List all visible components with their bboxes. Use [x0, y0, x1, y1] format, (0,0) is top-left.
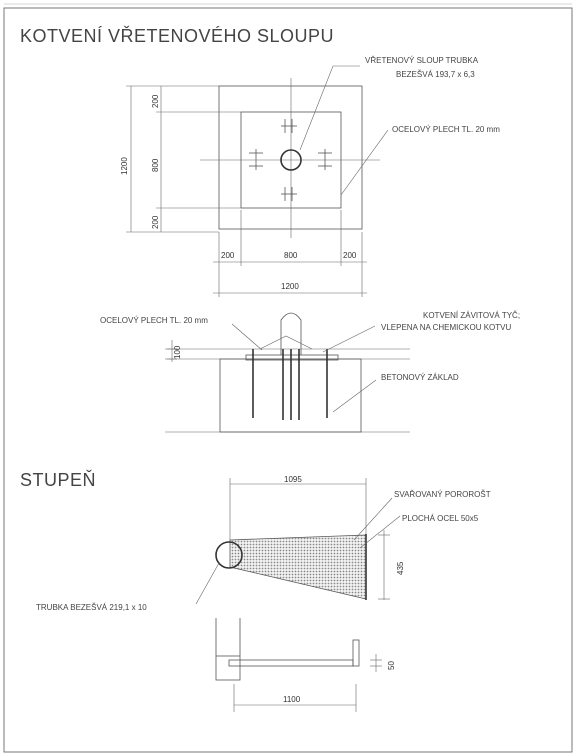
anchor-bolts-plan	[249, 119, 332, 201]
column-pipe-section	[280, 312, 302, 355]
dim-step-height: 435	[396, 561, 405, 575]
dim-plan-bottom-total: 1200	[281, 282, 299, 291]
dim-bottom-width: 1100	[283, 695, 301, 704]
leader-concrete-base	[332, 379, 377, 413]
step-title: STUPEŇ	[20, 470, 96, 490]
dim-top-width: 1095	[284, 475, 302, 484]
flat-steel-side	[228, 659, 354, 667]
label-tube: TRUBKA BEZEŠVÁ 219,1 x 10	[36, 603, 147, 612]
dim-section-height: 100	[173, 345, 182, 359]
plan-view	[200, 65, 389, 238]
sheet-frame	[3, 7, 573, 753]
tube-section	[215, 541, 243, 569]
dim-plan-bottom-mid: 800	[284, 251, 298, 260]
leader-steel-plate-plan	[340, 129, 389, 196]
dim-plan-side-bottom: 200	[151, 215, 160, 229]
dim-side-thickness: 50	[387, 661, 396, 670]
step-plan-view	[195, 478, 401, 605]
plan-bottom-dimensions	[213, 210, 367, 297]
anchor-rods-section	[252, 335, 328, 420]
leader-welded-grating	[353, 497, 393, 541]
dim-plan-side-top: 200	[151, 94, 160, 108]
anchoring-title: KOTVENÍ VŘETENOVÉHO SLOUPU	[20, 26, 334, 46]
section-view	[165, 312, 410, 433]
dim-plan-bottom-right: 200	[343, 251, 357, 260]
leader-anchor-rod	[322, 325, 376, 353]
leader-steel-plate-section	[231, 323, 263, 351]
label-steel-plate-plan: OCELOVÝ PLECH TL. 20 mm	[392, 125, 500, 134]
tube-side-base	[215, 655, 241, 681]
leader-tube	[195, 562, 220, 605]
label-anchor-rod-2: VLEPENA NA CHEMICKOU KOTVU	[381, 323, 511, 332]
steel-plate-section	[245, 354, 339, 361]
label-anchor-rod-1: KOTVENÍ ZÁVITOVÁ TYČ;	[423, 311, 520, 320]
label-steel-plate-section: OCELOVÝ PLECH TL. 20 mm	[100, 316, 208, 325]
leader-flat-steel	[359, 515, 401, 549]
label-concrete-base: BETONOVÝ ZÁKLAD	[381, 373, 459, 382]
flat-steel-end	[352, 639, 360, 667]
label-column-pipe-2: BEZEŠVÁ 193,7 x 6,3	[396, 70, 475, 79]
column-pipe-plan	[280, 149, 302, 171]
base-plate-outline	[218, 85, 363, 230]
label-column-pipe-1: VŘETENOVÝ SLOUP TRUBKA	[365, 56, 479, 65]
welded-grating	[229, 534, 367, 600]
label-flat-steel: PLOCHÁ OCEL 50x5	[402, 514, 479, 523]
leader-column-pipe	[299, 65, 360, 151]
label-welded-grating: SVAŘOVANÝ POROROŠT	[394, 490, 491, 499]
dim-plan-side-total: 1200	[120, 157, 129, 175]
dim-plan-bottom-left: 200	[221, 251, 235, 260]
plan-left-dimensions	[126, 85, 241, 233]
step-side-view	[215, 618, 382, 712]
dim-plan-side-mid: 800	[151, 158, 160, 172]
